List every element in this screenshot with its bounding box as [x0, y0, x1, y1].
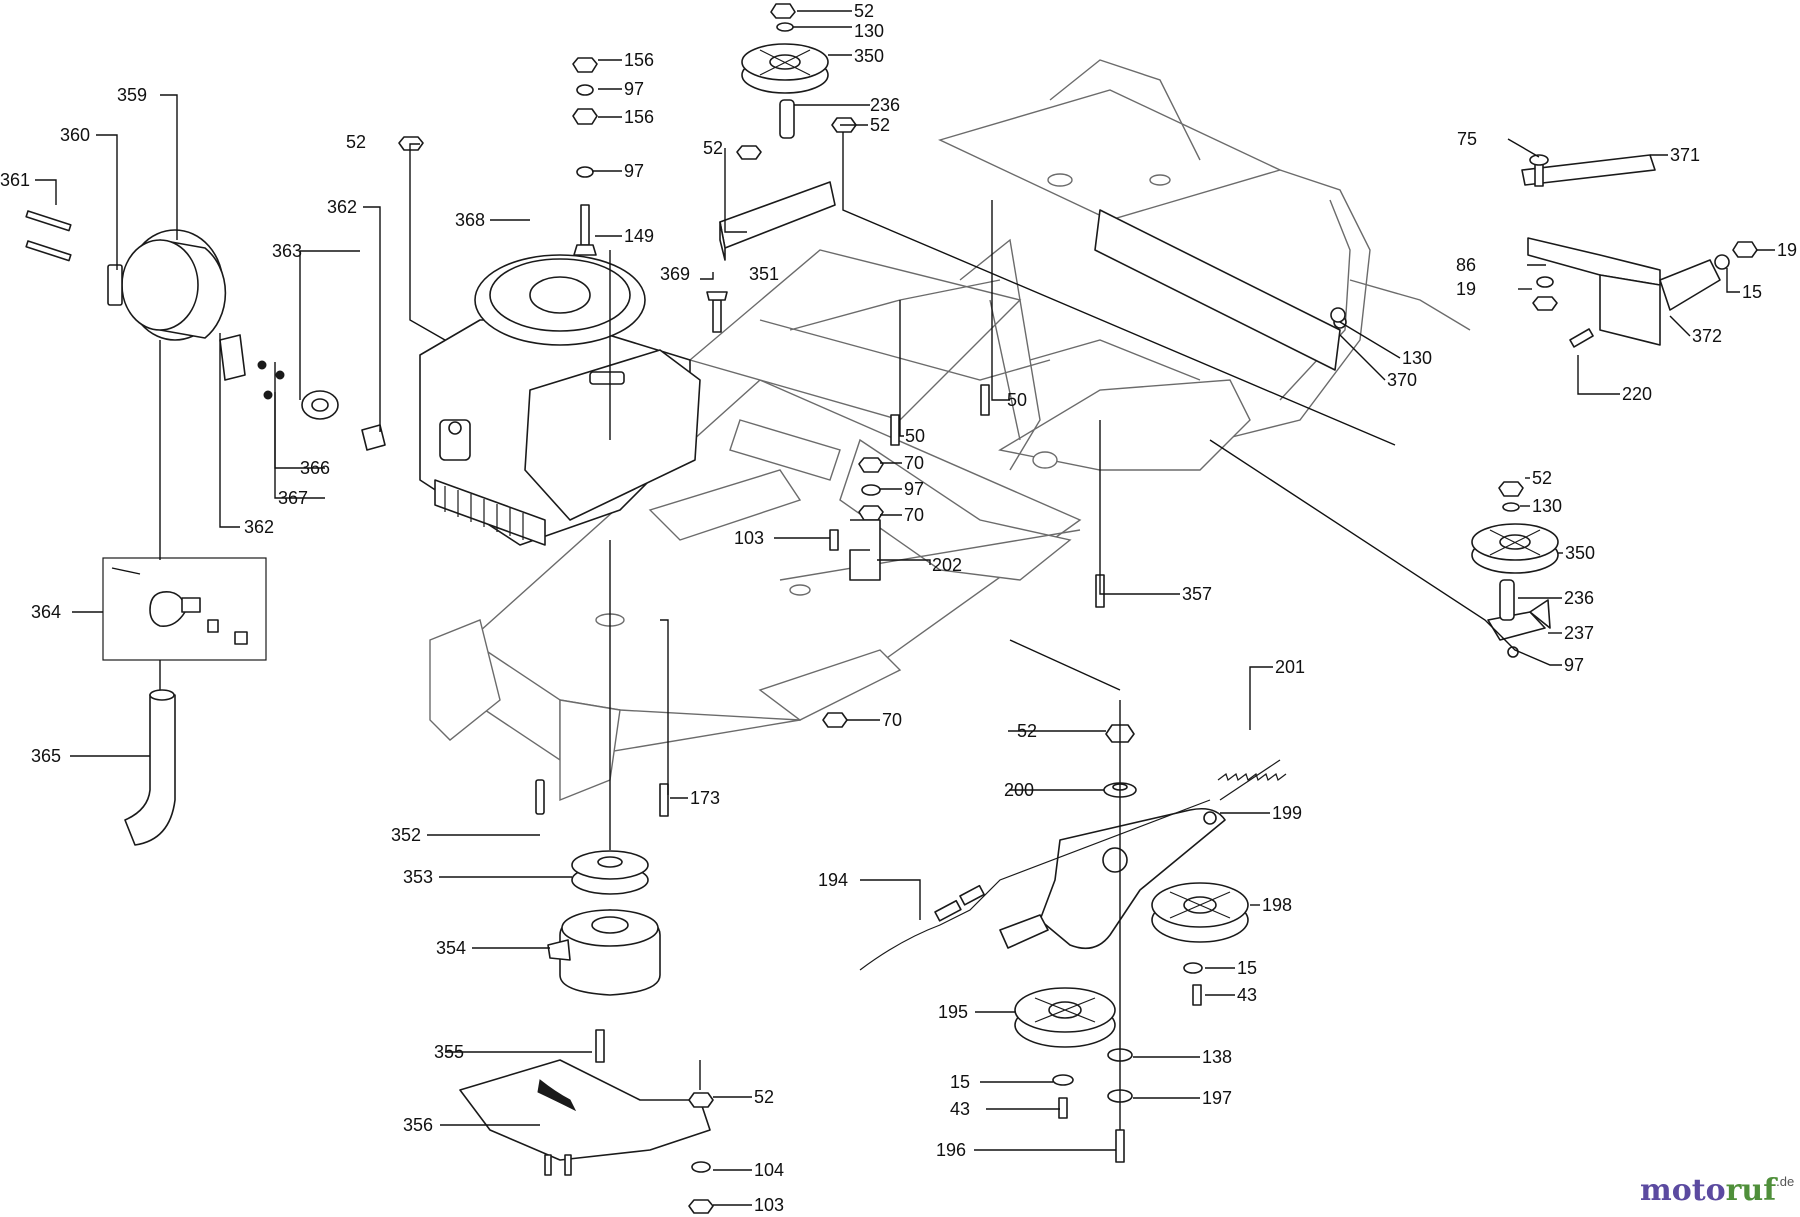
callout-372: 372 — [1692, 326, 1722, 346]
callout-70: 70 — [904, 505, 924, 525]
callout-350: 350 — [1565, 543, 1595, 563]
callout-19: 19 — [1456, 279, 1476, 299]
callout-103: 103 — [754, 1195, 784, 1215]
idler-pulley-198 — [1151, 882, 1249, 943]
callout-19: 19 — [1777, 240, 1797, 260]
callout-86: 86 — [1456, 255, 1476, 275]
leader-lines — [35, 10, 1775, 1206]
callout-194: 194 — [818, 870, 848, 890]
belt-guide-plate — [1487, 599, 1551, 641]
callout-196: 196 — [936, 1140, 966, 1160]
electric-clutch — [547, 909, 661, 996]
callout-149: 149 — [624, 226, 654, 246]
callout-15: 15 — [1237, 958, 1257, 978]
svg-text:motoruf.de: motoruf.de — [1640, 1173, 1794, 1208]
callout-354: 354 — [436, 938, 466, 958]
callout-195: 195 — [938, 1002, 968, 1022]
callout-368: 368 — [455, 210, 485, 230]
callout-201: 201 — [1275, 657, 1305, 677]
watermark-domain: .de — [1776, 1174, 1794, 1189]
callout-52: 52 — [854, 1, 874, 21]
callout-367: 367 — [278, 488, 308, 508]
callout-236: 236 — [870, 95, 900, 115]
callout-50: 50 — [905, 426, 925, 446]
callout-52: 52 — [346, 132, 366, 152]
small-hardware — [398, 3, 1758, 1214]
callout-353: 353 — [403, 867, 433, 887]
callout-370: 370 — [1387, 370, 1417, 390]
watermark-part-2: ruf — [1726, 1173, 1779, 1208]
callout-359: 359 — [117, 85, 147, 105]
belt-guide-bracket — [719, 181, 836, 261]
idler-pulley-195 — [1014, 987, 1116, 1048]
idler-arm — [999, 807, 1226, 950]
callout-202: 202 — [932, 555, 962, 575]
callout-198: 198 — [1262, 895, 1292, 915]
callout-369: 369 — [660, 264, 690, 284]
callout-357: 357 — [1182, 584, 1212, 604]
callout-371: 371 — [1670, 145, 1700, 165]
callout-355: 355 — [434, 1042, 464, 1062]
callout-52: 52 — [1532, 468, 1552, 488]
callout-97: 97 — [624, 79, 644, 99]
callout-220: 220 — [1622, 384, 1652, 404]
right-pulley — [1471, 523, 1559, 574]
callout-197: 197 — [1202, 1088, 1232, 1108]
callout-364: 364 — [31, 602, 61, 622]
callout-130: 130 — [1402, 348, 1432, 368]
callout-130: 130 — [854, 21, 884, 41]
callout-361: 361 — [0, 170, 30, 190]
callout-156: 156 — [624, 107, 654, 127]
site-watermark: motoruf.de — [1640, 1173, 1794, 1208]
top-pulley — [741, 43, 829, 94]
clutch-cable — [859, 799, 1211, 971]
rear-bracket-assembly — [1521, 154, 1721, 346]
callout-15: 15 — [950, 1072, 970, 1092]
callout-52: 52 — [703, 138, 723, 158]
callout-97: 97 — [1564, 655, 1584, 675]
callout-350: 350 — [854, 46, 884, 66]
callout-15: 15 — [1742, 282, 1762, 302]
callout-130: 130 — [1532, 496, 1562, 516]
callout-199: 199 — [1272, 803, 1302, 823]
watermark-part-1: moto — [1640, 1173, 1726, 1208]
callout-50: 50 — [1007, 390, 1027, 410]
callout-356: 356 — [403, 1115, 433, 1135]
engine — [419, 254, 701, 546]
callout-70: 70 — [882, 710, 902, 730]
crossbar-plate — [1094, 209, 1347, 371]
engine-pulley — [571, 850, 649, 895]
callout-52: 52 — [870, 115, 890, 135]
callout-366: 366 — [300, 458, 330, 478]
callout-104: 104 — [754, 1160, 784, 1180]
callout-363: 363 — [272, 241, 302, 261]
callout-173: 173 — [690, 788, 720, 808]
belt-guide-lower — [459, 1059, 711, 1176]
callout-52: 52 — [754, 1087, 774, 1107]
callout-103: 103 — [734, 528, 764, 548]
muffler — [25, 210, 386, 846]
tension-spring — [1217, 759, 1287, 801]
callout-75: 75 — [1457, 129, 1477, 149]
callout-52: 52 — [1017, 721, 1037, 741]
callout-237: 237 — [1564, 623, 1594, 643]
callout-70: 70 — [904, 453, 924, 473]
callout-97: 97 — [624, 161, 644, 181]
chassis-frame — [429, 59, 1471, 802]
callout-138: 138 — [1202, 1047, 1232, 1067]
callout-97: 97 — [904, 479, 924, 499]
callout-236: 236 — [1564, 588, 1594, 608]
callout-362: 362 — [244, 517, 274, 537]
callout-360: 360 — [60, 125, 90, 145]
callout-352: 352 — [391, 825, 421, 845]
callout-43: 43 — [950, 1099, 970, 1119]
callout-200: 200 — [1004, 780, 1034, 800]
callout-156: 156 — [624, 50, 654, 70]
callout-362: 362 — [327, 197, 357, 217]
callout-43: 43 — [1237, 985, 1257, 1005]
callout-351: 351 — [749, 264, 779, 284]
callout-365: 365 — [31, 746, 61, 766]
